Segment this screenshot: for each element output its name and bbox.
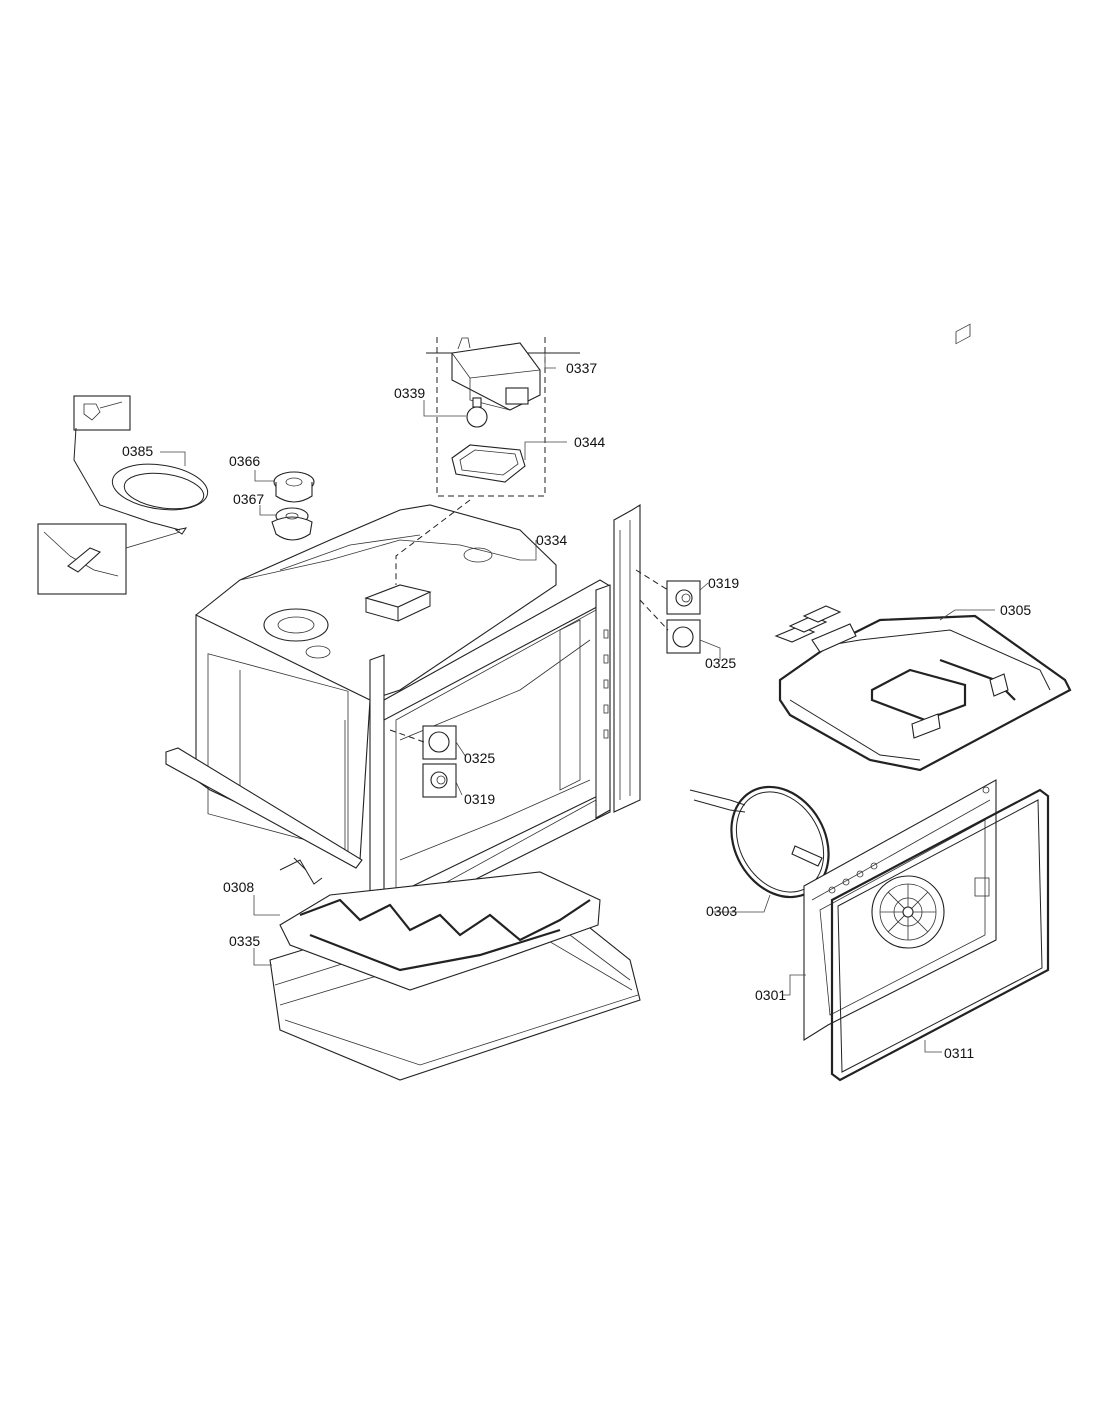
leader-lines [160,353,995,1053]
callout-0334: 0334 [536,532,567,548]
callout-0344: 0344 [574,434,605,450]
callout-0308: 0308 [223,879,254,895]
fan-nut-0366 [273,471,315,503]
temperature-sensor-cable [37,395,209,595]
lamp-cover-0325-left [422,725,457,760]
callout-0325-left: 0325 [464,750,495,766]
callout-0337: 0337 [566,360,597,376]
callout-0319-left: 0319 [464,791,495,807]
door-seal-gasket [830,788,1050,1082]
callout-0339: 0339 [394,385,425,401]
lamp-assembly [426,337,580,497]
lamp-socket-0319-left [422,763,457,798]
callout-0319-right: 0319 [708,575,739,591]
bottom-heating-element [279,857,601,991]
callout-0325-right: 0325 [705,655,736,671]
callout-0301: 0301 [755,987,786,1003]
callout-0311: 0311 [944,1045,974,1061]
callout-0305: 0305 [1000,602,1031,618]
callout-0385: 0385 [122,443,153,459]
lamp-cover-0325-right [666,619,701,654]
callout-0366: 0366 [229,453,260,469]
callout-labels: 0337 0339 0344 0385 0366 0367 0334 0319 … [122,360,1031,1061]
fan-nut-0367 [271,507,313,541]
callout-0367: 0367 [233,491,264,507]
lamp-socket-0319-right [666,580,701,615]
callout-0335: 0335 [229,933,260,949]
rear-panel [803,323,997,1041]
callout-0303: 0303 [706,903,737,919]
grill-heating-element [774,605,1072,772]
